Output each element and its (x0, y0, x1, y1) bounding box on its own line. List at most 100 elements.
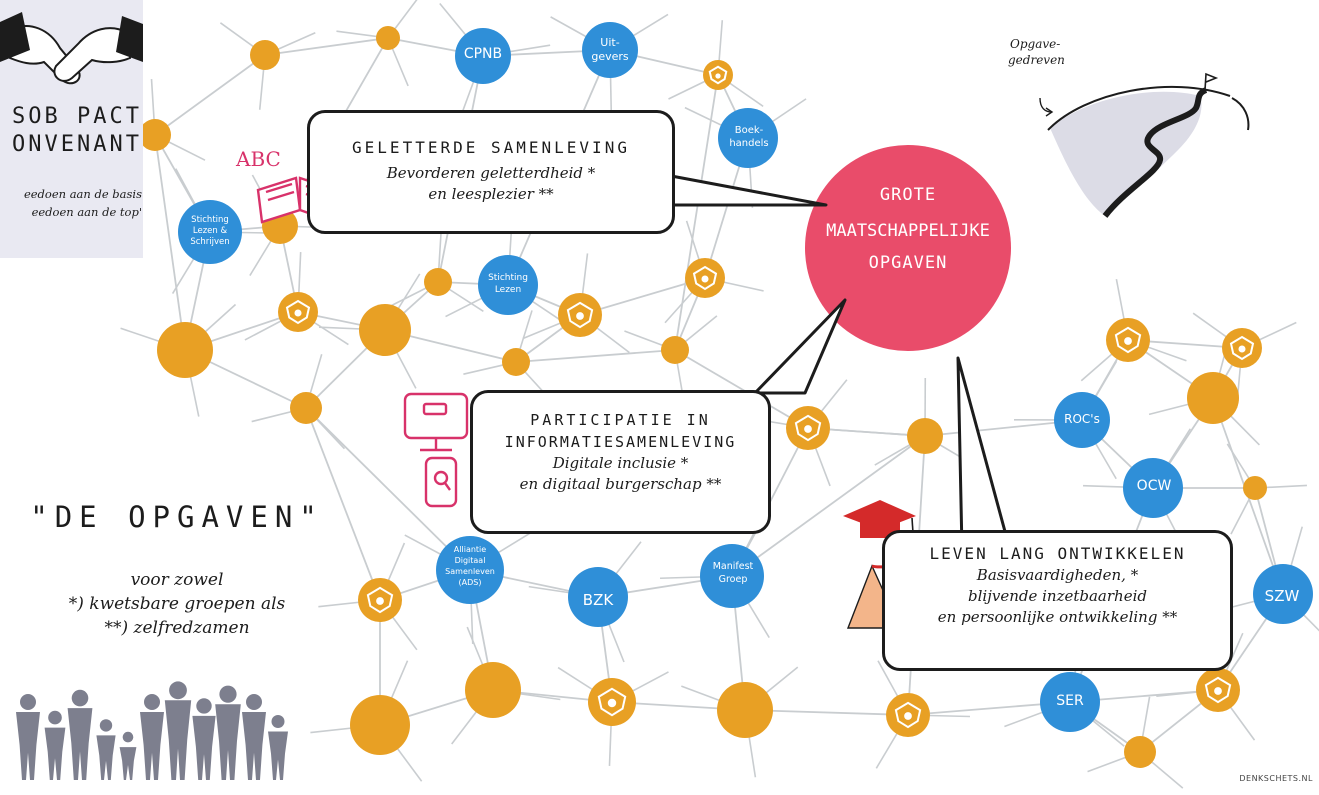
node-label-cpnb: CPNB (463, 46, 503, 62)
person-silhouette (16, 694, 40, 780)
node-label-manifest-groep: Manifest Groep (700, 560, 766, 586)
network-node-orange (139, 119, 171, 151)
center-line-1: GROTE (880, 185, 936, 205)
node-label-alliantie: Alliantie Digitaal Samenleven (ADS) (436, 544, 504, 588)
node-label-uitgevers-1: Uit- (600, 36, 620, 49)
opgaven-line-1: voor zowel (130, 570, 224, 590)
node-label-lezen-schrijven-2: Lezen & (192, 226, 228, 236)
network-node-orange (290, 392, 322, 424)
network-edge (731, 435, 926, 577)
network-node-orange (465, 662, 521, 718)
pact-title-line-2: ONVENANT (12, 132, 142, 157)
node-label-rocs: ROC's (1064, 412, 1100, 426)
network-node-orange (359, 304, 411, 356)
abc-label: ABC (235, 147, 281, 171)
phone-icon (424, 456, 458, 508)
node-label-bzk: BZK (582, 591, 614, 609)
node-emblem-dot (904, 712, 912, 720)
pact-subtitle-line-2: eedoen aan de top' (31, 205, 142, 219)
people-group-icon (16, 681, 288, 780)
network-node-orange (376, 26, 400, 50)
center-line-3: OPGAVEN (869, 253, 948, 273)
node-label-lezen-schrijven-1: Stichting (191, 215, 229, 225)
mountain-icon (1039, 72, 1250, 218)
bubble-participatie: PARTICIPATIE IN INFORMATIESAMENLEVING Di… (470, 390, 771, 534)
person-silhouette (192, 698, 216, 780)
person-silhouette (164, 681, 192, 780)
node-label-boekhandels-1: Boek- (734, 125, 764, 136)
network-edge (515, 349, 676, 363)
network-node-orange (1243, 476, 1267, 500)
network-node-orange (424, 268, 452, 296)
opgaven-line-3: **) zelfredzamen (104, 618, 250, 638)
node-label-lezen-schrijven-3: Schrijven (190, 237, 230, 247)
node-label-uitgevers: Uit- gevers (580, 36, 640, 64)
leven-line-2: blijvende inzetbaarheid (968, 587, 1147, 605)
network-edge (674, 74, 719, 351)
center-line-2: MAATSCHAPPELIJKE (826, 221, 990, 241)
network-nodes (139, 22, 1313, 768)
node-emblem-icon (894, 701, 922, 729)
network-node-blue (478, 255, 538, 315)
person-silhouette (44, 710, 66, 780)
network-edge (264, 37, 389, 56)
geletterde-line-2: en leesplezier ** (428, 185, 554, 203)
network-node-orange (250, 40, 280, 70)
node-label-manifest-1: Manifest (712, 561, 754, 572)
node-label-stichting-lezen: Stichting Lezen (480, 272, 536, 296)
participatie-line-2: en digitaal burgerschap ** (519, 475, 722, 493)
person-silhouette (67, 689, 93, 780)
node-label-uitgevers-2: gevers (591, 50, 629, 63)
network-node-orange (1124, 736, 1156, 768)
network-node-blue (436, 536, 504, 604)
network-node-blue (178, 200, 242, 264)
node-emblem-dot (294, 309, 302, 317)
geletterde-title: GELETTERDE SAMENLEVING (352, 138, 630, 157)
bubble-tail-leven (956, 356, 1012, 552)
leven-line-1: Basisvaardigheden, * (976, 566, 1139, 584)
person-silhouette (96, 719, 116, 780)
pact-title: SOB PACT ONVENANT (0, 103, 142, 159)
network-edge (674, 349, 809, 429)
node-label-boekhandels: Boek- handels (717, 124, 781, 150)
node-emblem-icon (794, 414, 822, 442)
network-node-orange (907, 418, 943, 454)
network-node-blue (568, 567, 628, 627)
network-edge (305, 407, 471, 571)
node-emblem-dot (1214, 687, 1222, 695)
node-emblem-icon (366, 586, 394, 614)
mountain-label-2: gedreven (1008, 53, 1065, 67)
network-node-orange (502, 348, 530, 376)
node-emblem-icon (1229, 335, 1255, 361)
geletterde-line-1: Bevorderen geletterdheid * (386, 164, 596, 182)
node-label-alliantie-4: (ADS) (458, 578, 482, 587)
node-label-stichting-lezen-2: Lezen (494, 285, 522, 295)
person-silhouette (119, 731, 137, 780)
bubble-geletterde-samenleving: GELETTERDE SAMENLEVING Bevorderen gelett… (307, 110, 675, 234)
network-edge (154, 54, 266, 136)
opgaven-line-2: *) kwetsbare groepen als (68, 594, 286, 614)
participatie-title-2: INFORMATIESAMENLEVING (504, 433, 737, 451)
network-node-orange (350, 695, 410, 755)
network-node-blue (1054, 392, 1110, 448)
network-node-blue (1040, 672, 1100, 732)
network-node-blue (582, 22, 638, 78)
node-label-ser: SER (1056, 693, 1084, 709)
person-silhouette (140, 694, 164, 780)
network-edge (305, 407, 381, 601)
node-emblem-icon (597, 687, 627, 717)
handshake-icon (0, 12, 143, 85)
node-label-szw: SZW (1264, 587, 1300, 605)
network-node-blue (718, 108, 778, 168)
network-node-blue (700, 544, 764, 608)
node-label-alliantie-2: Digitaal (454, 556, 486, 565)
node-emblem-dot (1124, 337, 1132, 345)
mountain-label-1: Opgave- (1010, 37, 1060, 51)
node-emblem-dot (607, 698, 617, 708)
node-label-boekhandels-2: handels (729, 138, 769, 149)
network-node-blue (455, 28, 511, 84)
bubble-tail-participatie (753, 298, 847, 395)
participatie-line-1: Digitale inclusie * (552, 454, 689, 472)
network-node-blue (1123, 458, 1183, 518)
computer-icon (403, 392, 469, 452)
